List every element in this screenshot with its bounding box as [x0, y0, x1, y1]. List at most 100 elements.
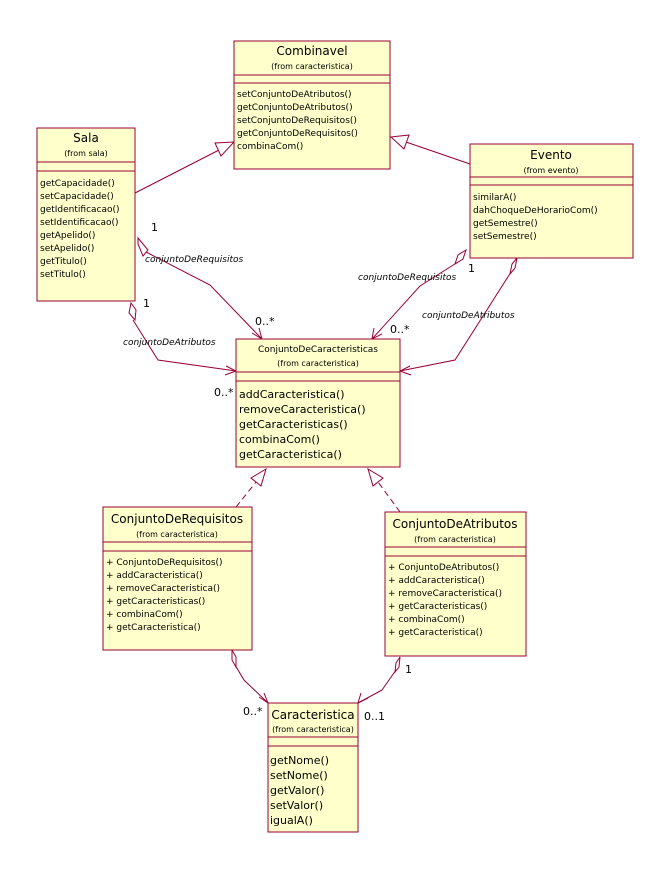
class-name: Combinavel — [276, 44, 347, 58]
class-operation: getCaracteristica() — [239, 448, 342, 461]
class-package: (from caracteristica) — [272, 725, 354, 734]
class-operation: getCaracteristicas() — [239, 418, 348, 431]
aggregation-diamond — [137, 236, 149, 257]
class-operation: + removeCaracteristica() — [106, 584, 220, 594]
class-operation: + getCaracteristicas() — [388, 602, 487, 612]
class-box — [469, 143, 634, 259]
class-operation: removeCaracteristica() — [239, 403, 366, 416]
class-conjunto-de-requisitos[interactable]: ConjuntoDeRequisitos (from caracteristic… — [102, 506, 253, 651]
class-package: (from caracteristica) — [271, 62, 353, 71]
class-operation: setNome() — [270, 769, 328, 782]
multiplicity-sala-requisitos-source: 1 — [151, 221, 158, 234]
realization-arrowhead — [250, 467, 267, 487]
class-operation: getSemestre() — [473, 219, 538, 229]
realization-arrowhead — [367, 467, 384, 487]
class-package: (from sala) — [64, 149, 108, 158]
aggregation-diamond — [128, 301, 137, 322]
class-operation: + removeCaracteristica() — [388, 589, 502, 599]
aggregation-diamond — [454, 248, 467, 266]
multiplicity-requisitos-caracteristica-target: 0..* — [243, 705, 263, 718]
generalization-arrowhead — [389, 134, 410, 150]
generalization-sala-combinavel — [134, 141, 236, 194]
association-arrowhead — [398, 365, 412, 376]
class-operation: setSemestre() — [473, 232, 537, 242]
association-line — [234, 664, 269, 704]
role-label-sala-atributos: conjuntoDeAtributos — [123, 338, 216, 348]
class-operation: getTitulo() — [40, 257, 87, 267]
class-operation: getConjuntoDeRequisitos() — [237, 129, 358, 139]
multiplicity-atributos-caracteristica-source: 1 — [405, 663, 412, 676]
class-operation: + ConjuntoDeAtributos() — [388, 563, 499, 573]
aggregation-diamond — [394, 656, 401, 674]
class-box — [233, 40, 391, 170]
realization-line — [377, 481, 401, 513]
realization-atributos-caracteristicas — [367, 467, 401, 513]
realization-line — [235, 481, 257, 508]
role-label-evento-requisitos: conjuntoDeRequisitos — [358, 273, 457, 283]
realization-requisitos-caracteristicas — [235, 467, 267, 508]
association-atributos-caracteristica — [357, 656, 401, 704]
class-operation: + ConjuntoDeRequisitos() — [106, 558, 223, 568]
multiplicity-evento-requisitos-source: 1 — [468, 262, 475, 275]
class-operation: igualA() — [270, 814, 313, 827]
role-label-sala-requisitos: conjuntoDeRequisitos — [145, 255, 244, 265]
class-operation: + getCaracteristicas() — [106, 597, 205, 607]
class-conjunto-de-caracteristicas[interactable]: ConjuntoDeCaracteristicas (from caracter… — [235, 338, 401, 468]
generalization-evento-combinavel — [389, 134, 471, 165]
class-package: (from caracteristica) — [136, 530, 218, 539]
class-operation: combinaCom() — [239, 433, 320, 446]
association-line — [132, 319, 237, 372]
class-operation: dahChoqueDeHorarioCom() — [473, 206, 598, 216]
class-conjunto-de-atributos[interactable]: ConjuntoDeAtributos (from caracteristica… — [384, 511, 527, 657]
association-line — [399, 271, 512, 372]
class-caracteristica[interactable]: Caracteristica (from caracteristica) get… — [267, 702, 359, 833]
class-operation: setConjuntoDeRequisitos() — [237, 116, 357, 126]
class-name: Evento — [530, 148, 572, 162]
class-operation: similarA() — [473, 193, 516, 203]
association-requisitos-caracteristica — [231, 648, 270, 705]
class-operation: setApelido() — [40, 244, 94, 254]
class-box — [102, 506, 253, 651]
class-name: ConjuntoDeAtributos — [392, 517, 517, 531]
class-box — [36, 127, 136, 302]
multiplicity-sala-atributos-target: 0..* — [214, 386, 234, 399]
class-operation: setConjuntoDeAtributos() — [237, 90, 352, 100]
class-operation: combinaCom() — [237, 142, 303, 152]
association-line — [357, 669, 397, 704]
class-operation: getNome() — [270, 754, 329, 767]
class-operation: setTitulo() — [40, 270, 86, 280]
class-operation: + getCaracteristica() — [106, 623, 201, 633]
association-line — [145, 251, 263, 340]
class-operation: + addCaracteristica() — [106, 571, 203, 581]
class-sala[interactable]: Sala (from sala) getCapacidade() setCapa… — [36, 127, 136, 302]
generalization-arrowhead — [214, 141, 236, 157]
class-operation: + combinaCom() — [106, 610, 183, 620]
class-combinavel[interactable]: Combinavel (from caracteristica) setConj… — [233, 40, 391, 170]
aggregation-diamond — [509, 257, 518, 275]
association-evento-atributos — [398, 257, 518, 376]
class-name: ConjuntoDeCaracteristicas — [258, 345, 378, 355]
multiplicity-atributos-caracteristica-target: 0..1 — [364, 710, 385, 723]
class-name: Sala — [73, 131, 99, 145]
class-name: ConjuntoDeRequisitos — [111, 512, 243, 526]
class-evento[interactable]: Evento (from evento) similarA() dahChoqu… — [469, 143, 634, 259]
class-operation: setIdentificacao() — [40, 218, 119, 228]
class-operation: getConjuntoDeAtributos() — [237, 103, 353, 113]
class-operation: setCapacidade() — [40, 192, 114, 202]
role-label-evento-atributos: conjuntoDeAtributos — [422, 311, 515, 321]
multiplicity-sala-atributos-source: 1 — [143, 297, 150, 310]
multiplicity-sala-requisitos-target: 0..* — [255, 315, 275, 328]
class-operation: getIdentificacao() — [40, 205, 120, 215]
association-evento-requisitos — [371, 248, 467, 340]
class-operation: + addCaracteristica() — [388, 576, 485, 586]
class-operation: getValor() — [270, 784, 324, 797]
class-package: (from caracteristica) — [277, 359, 359, 368]
association-line — [371, 261, 459, 340]
class-operation: getApelido() — [40, 231, 95, 241]
class-operation: getCapacidade() — [40, 179, 115, 189]
association-sala-requisitos — [137, 236, 263, 341]
class-box — [384, 511, 527, 657]
class-operation: setValor() — [270, 799, 323, 812]
generalization-line — [134, 149, 220, 194]
